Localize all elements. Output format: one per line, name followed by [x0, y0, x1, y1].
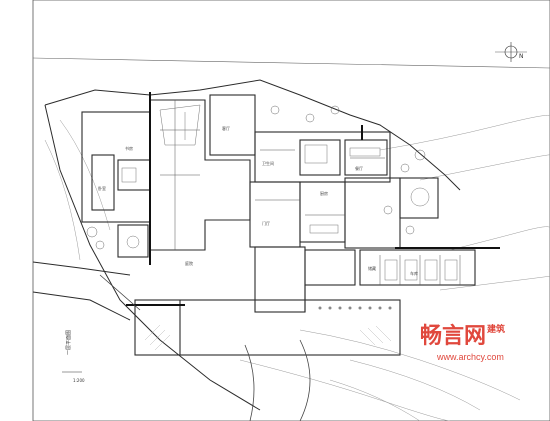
room-label: 卧室 [98, 185, 106, 191]
north-label: N [519, 53, 524, 60]
room-label: 储藏 [368, 265, 376, 271]
room-label: 餐厅 [355, 165, 363, 171]
hatch-area [144, 324, 392, 351]
furniture [121, 104, 458, 281]
site-boundary [32, 79, 461, 411]
road-lines [99, 274, 311, 421]
site-contours [44, 114, 550, 421]
watermark: 畅言网 建筑 www.archcy.com [420, 323, 505, 362]
watermark-brand: 畅言网 [420, 323, 486, 349]
section-lines [126, 92, 500, 306]
room-label: 车库 [410, 270, 418, 276]
hedge-row [318, 306, 392, 310]
room-label: 卫生间 [262, 160, 274, 166]
watermark-brand-small: 建筑 [487, 323, 505, 335]
room-label: 门厅 [262, 220, 270, 226]
frame-top-line [32, 57, 550, 69]
drawing-scale: 1:200 [73, 378, 85, 383]
room-label: 客厅 [222, 125, 230, 131]
room-label-group: 客厅 餐厅 厨房 卧室 书房 车库 庭院 门厅 卫生间 储藏 [98, 125, 418, 276]
trees [86, 105, 426, 250]
room-label: 庭院 [185, 260, 193, 266]
drawing-frame [32, 0, 550, 421]
room-label: 厨房 [320, 190, 328, 196]
drawing-title-group: 一层平面图 [66, 330, 72, 355]
room-label: 书房 [125, 145, 133, 151]
drawing-title: 一层平面图 [66, 330, 72, 355]
watermark-url: www.archcy.com [436, 352, 504, 362]
interior-partitions [160, 100, 461, 285]
north-arrow: N [495, 42, 527, 62]
building-walls [81, 94, 476, 356]
